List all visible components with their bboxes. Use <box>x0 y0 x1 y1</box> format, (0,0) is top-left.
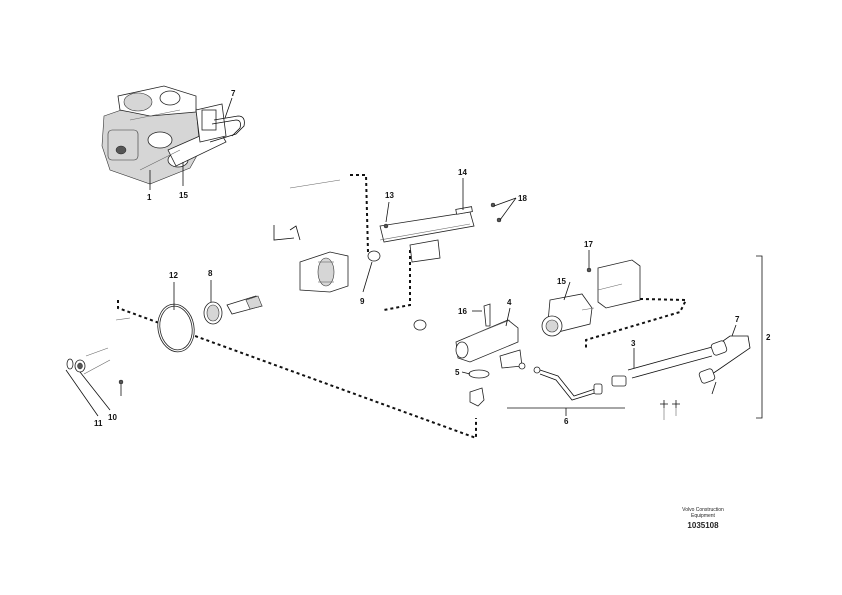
leader-7a <box>224 97 233 119</box>
callout-17: 17 <box>584 240 593 249</box>
leader-2-bracket <box>756 255 763 419</box>
callout-18: 18 <box>518 194 527 203</box>
callout-2: 2 <box>766 333 771 342</box>
leader-15b <box>563 281 571 301</box>
callout-15-valve: 15 <box>557 277 566 286</box>
callout-14: 14 <box>458 168 467 177</box>
leader-9 <box>362 261 373 293</box>
boundary-line-lower <box>117 300 477 440</box>
callout-16: 16 <box>458 307 467 316</box>
leader-4 <box>505 307 511 327</box>
callout-8: 8 <box>208 269 213 278</box>
leader-10 <box>79 371 111 411</box>
callout-7-overview: 7 <box>231 89 236 98</box>
callout-15-overview: 15 <box>179 191 188 200</box>
callout-12: 12 <box>169 271 178 280</box>
callout-10: 10 <box>108 413 117 422</box>
callout-1: 1 <box>147 193 152 202</box>
pump-assembly-overview <box>101 85 245 185</box>
callout-11: 11 <box>94 419 103 428</box>
callout-6: 6 <box>564 417 569 426</box>
callout-13: 13 <box>385 191 394 200</box>
boundary-line-shaft <box>383 250 411 311</box>
leader-5 <box>461 371 471 375</box>
callout-7-pipe: 7 <box>735 315 740 324</box>
callout-9: 9 <box>360 297 365 306</box>
drawing-number: 1035108 <box>687 521 719 530</box>
brand-line-2: Equipment <box>691 513 715 519</box>
valve-and-pipe-parts <box>541 259 751 420</box>
callout-3: 3 <box>631 339 636 348</box>
leader-7b <box>731 324 737 337</box>
leader-18a <box>493 197 517 207</box>
seal-and-cover-parts <box>66 301 223 385</box>
shaft-and-gear-parts <box>226 179 502 315</box>
drawing-id-block: Volvo Construction Equipment 1035108 <box>665 507 741 530</box>
leader-11 <box>65 369 99 417</box>
callout-4: 4 <box>507 298 512 307</box>
leader-18b <box>499 197 517 221</box>
brand-line-1: Volvo Construction <box>682 507 724 513</box>
leader-13 <box>385 201 390 223</box>
boundary-line-right <box>585 297 688 350</box>
callout-5: 5 <box>455 368 460 377</box>
valve-housing-parts <box>413 303 627 407</box>
boundary-line-upper <box>350 174 369 253</box>
